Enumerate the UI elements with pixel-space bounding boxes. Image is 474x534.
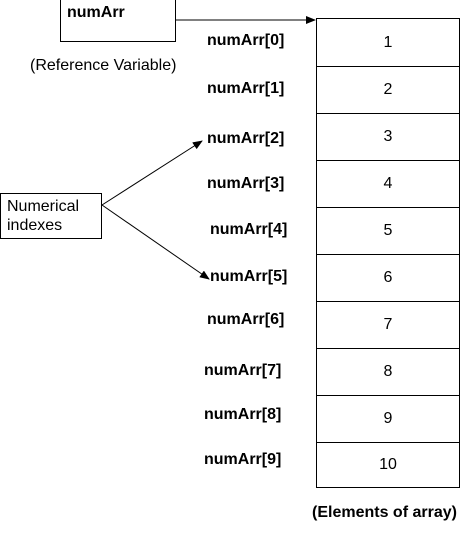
cell-divider xyxy=(317,160,459,161)
cell-divider xyxy=(317,442,459,443)
array-cell: 10 xyxy=(379,456,397,473)
array-cell: 6 xyxy=(383,268,393,286)
index-label: numArr[1] xyxy=(207,80,285,97)
index-label: numArr[2] xyxy=(207,130,285,147)
index-label: numArr[5] xyxy=(210,268,288,285)
index-label: numArr[0] xyxy=(207,32,285,49)
cell-divider xyxy=(317,301,459,302)
array-elements-box: 1 2 3 4 5 6 7 8 9 10 xyxy=(316,18,460,488)
index-label: numArr[7] xyxy=(204,362,282,379)
array-cell: 3 xyxy=(383,127,393,145)
array-cell: 1 xyxy=(383,33,393,51)
cell-divider xyxy=(317,395,459,396)
index-arrow-down xyxy=(101,204,210,280)
index-label: numArr[4] xyxy=(210,221,288,238)
array-cell: 2 xyxy=(383,80,393,98)
index-label: numArr[8] xyxy=(204,406,282,423)
numerical-indexes-line2: indexes xyxy=(7,217,63,234)
cell-divider xyxy=(317,348,459,349)
array-cell: 4 xyxy=(383,174,393,192)
array-cell: 9 xyxy=(383,409,393,427)
array-cell: 7 xyxy=(383,315,393,333)
reference-variable-name: numArr xyxy=(67,4,125,21)
numerical-indexes-box: Numerical indexes xyxy=(0,193,102,239)
cell-divider xyxy=(317,66,459,67)
index-label: numArr[6] xyxy=(207,311,285,328)
cell-divider xyxy=(317,113,459,114)
index-label: numArr[3] xyxy=(207,175,285,192)
index-label: numArr[9] xyxy=(204,451,282,468)
cell-divider xyxy=(317,207,459,208)
reference-variable-caption: (Reference Variable) xyxy=(30,57,177,74)
array-cell: 5 xyxy=(383,221,393,239)
index-arrow-up xyxy=(101,140,203,206)
array-cell: 8 xyxy=(383,362,393,380)
numerical-indexes-line1: Numerical xyxy=(7,198,80,215)
cell-divider xyxy=(317,254,459,255)
array-caption: (Elements of array) xyxy=(312,504,457,521)
reference-variable-box: numArr xyxy=(60,0,176,42)
